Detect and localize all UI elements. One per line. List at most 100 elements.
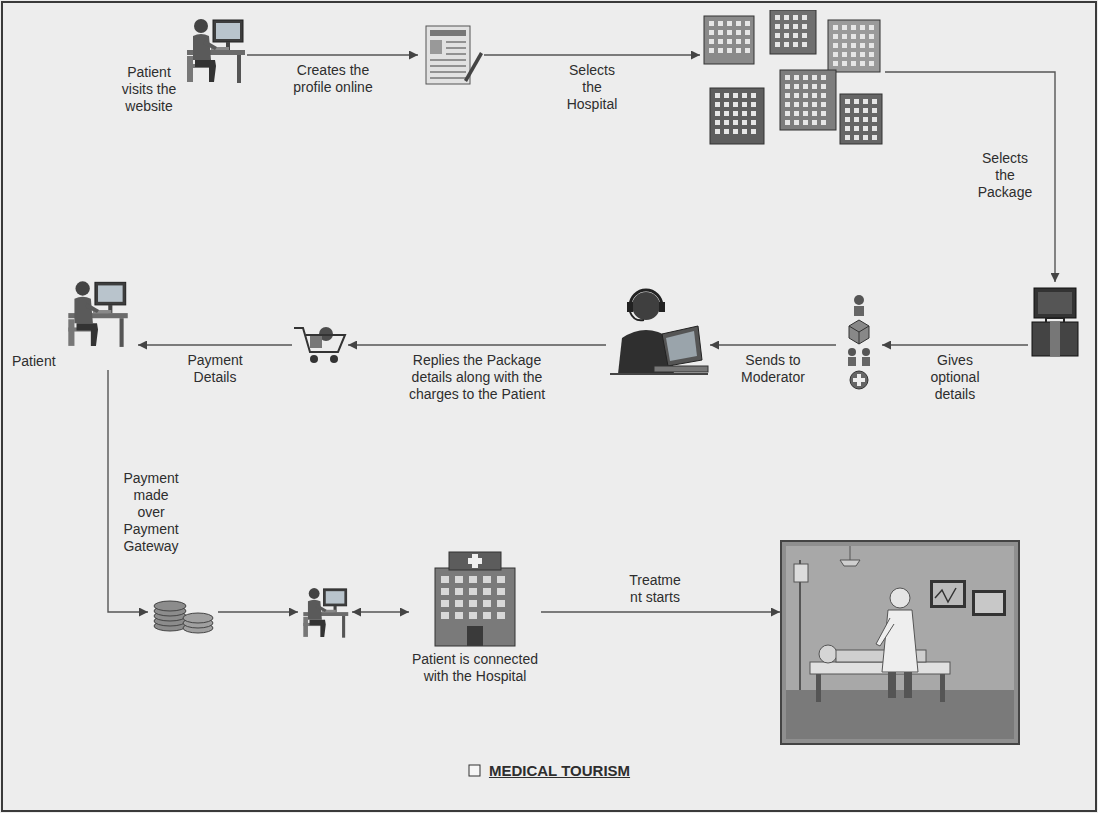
shape <box>446 47 466 49</box>
shape <box>630 290 662 306</box>
flow-arrow <box>218 611 298 612</box>
shape <box>745 48 750 53</box>
checkbox-outline <box>469 765 480 776</box>
shape <box>803 111 808 116</box>
shape <box>842 61 847 66</box>
shape <box>709 48 714 53</box>
shape <box>845 126 850 131</box>
shape <box>812 111 817 116</box>
flow-arrow <box>882 344 1028 345</box>
shape <box>863 108 868 113</box>
shape <box>709 30 714 35</box>
shape <box>446 53 466 55</box>
shape <box>483 600 491 607</box>
shape <box>784 33 789 38</box>
shape <box>727 48 732 53</box>
patient-icon: Patient visits the website <box>118 6 247 115</box>
shape <box>709 21 714 26</box>
details-icon-drawing <box>836 292 882 392</box>
shape <box>483 612 491 619</box>
shape <box>840 546 860 566</box>
patient-icon-drawing <box>183 6 247 86</box>
shape <box>933 583 963 605</box>
shape <box>724 102 729 107</box>
shape <box>845 117 850 122</box>
shape <box>733 111 738 116</box>
shape <box>854 306 864 316</box>
shape <box>430 40 442 54</box>
shape <box>464 52 483 82</box>
shape <box>154 601 186 611</box>
shape <box>294 328 345 352</box>
shape <box>863 126 868 131</box>
shape <box>310 620 326 637</box>
shape <box>785 111 790 116</box>
shape <box>704 16 754 64</box>
shape <box>794 120 799 125</box>
payment-gateway-icon-drawing <box>148 592 218 634</box>
shape <box>848 348 856 356</box>
shape <box>775 33 780 38</box>
shape <box>833 25 838 30</box>
shape <box>972 590 1006 616</box>
shape <box>851 25 856 30</box>
cart-icon <box>292 325 348 365</box>
shape <box>718 30 723 35</box>
shape <box>775 42 780 47</box>
shape <box>75 281 89 295</box>
shape <box>821 111 826 116</box>
shape <box>854 117 859 122</box>
shape <box>77 323 99 346</box>
shape <box>842 43 847 48</box>
shape <box>1046 318 1064 322</box>
patient-icon: Patient <box>12 268 138 370</box>
shape <box>860 34 865 39</box>
shape <box>441 588 449 595</box>
shape <box>862 357 870 366</box>
shape <box>733 129 738 134</box>
moderator-icon-drawing <box>606 276 710 380</box>
shape <box>851 34 856 39</box>
shape <box>882 610 918 672</box>
shape <box>309 588 320 599</box>
shape <box>803 84 808 89</box>
shape <box>1032 322 1078 356</box>
shape <box>1034 288 1076 318</box>
shape <box>303 617 308 637</box>
arrow-label: Treatme nt starts <box>622 572 688 606</box>
shape <box>869 61 874 66</box>
patient-icon-drawing <box>56 268 138 350</box>
shape <box>833 61 838 66</box>
arrow-label: Creates the profile online <box>289 62 377 96</box>
cart-icon-drawing <box>292 325 348 365</box>
shape <box>323 589 346 606</box>
node-text: Patient <box>12 353 82 370</box>
shape <box>786 546 1014 739</box>
shape <box>860 43 865 48</box>
shape <box>745 39 750 44</box>
shape <box>869 52 874 57</box>
shape <box>845 108 850 113</box>
shape <box>742 129 747 134</box>
shape <box>810 662 950 674</box>
shape <box>497 612 505 619</box>
shape <box>745 30 750 35</box>
package-icon <box>1028 282 1082 360</box>
shape <box>975 593 1003 613</box>
shape <box>455 612 463 619</box>
shape <box>742 102 747 107</box>
shape <box>803 120 808 125</box>
shape <box>736 48 741 53</box>
shape <box>326 591 345 603</box>
hospital-list-icon-drawing <box>700 10 885 150</box>
shape <box>854 108 859 113</box>
shape <box>851 52 856 57</box>
shape <box>733 93 738 98</box>
shape <box>940 674 945 702</box>
shape <box>863 117 868 122</box>
shape <box>1038 292 1072 314</box>
shape <box>854 135 859 140</box>
shape <box>863 135 868 140</box>
